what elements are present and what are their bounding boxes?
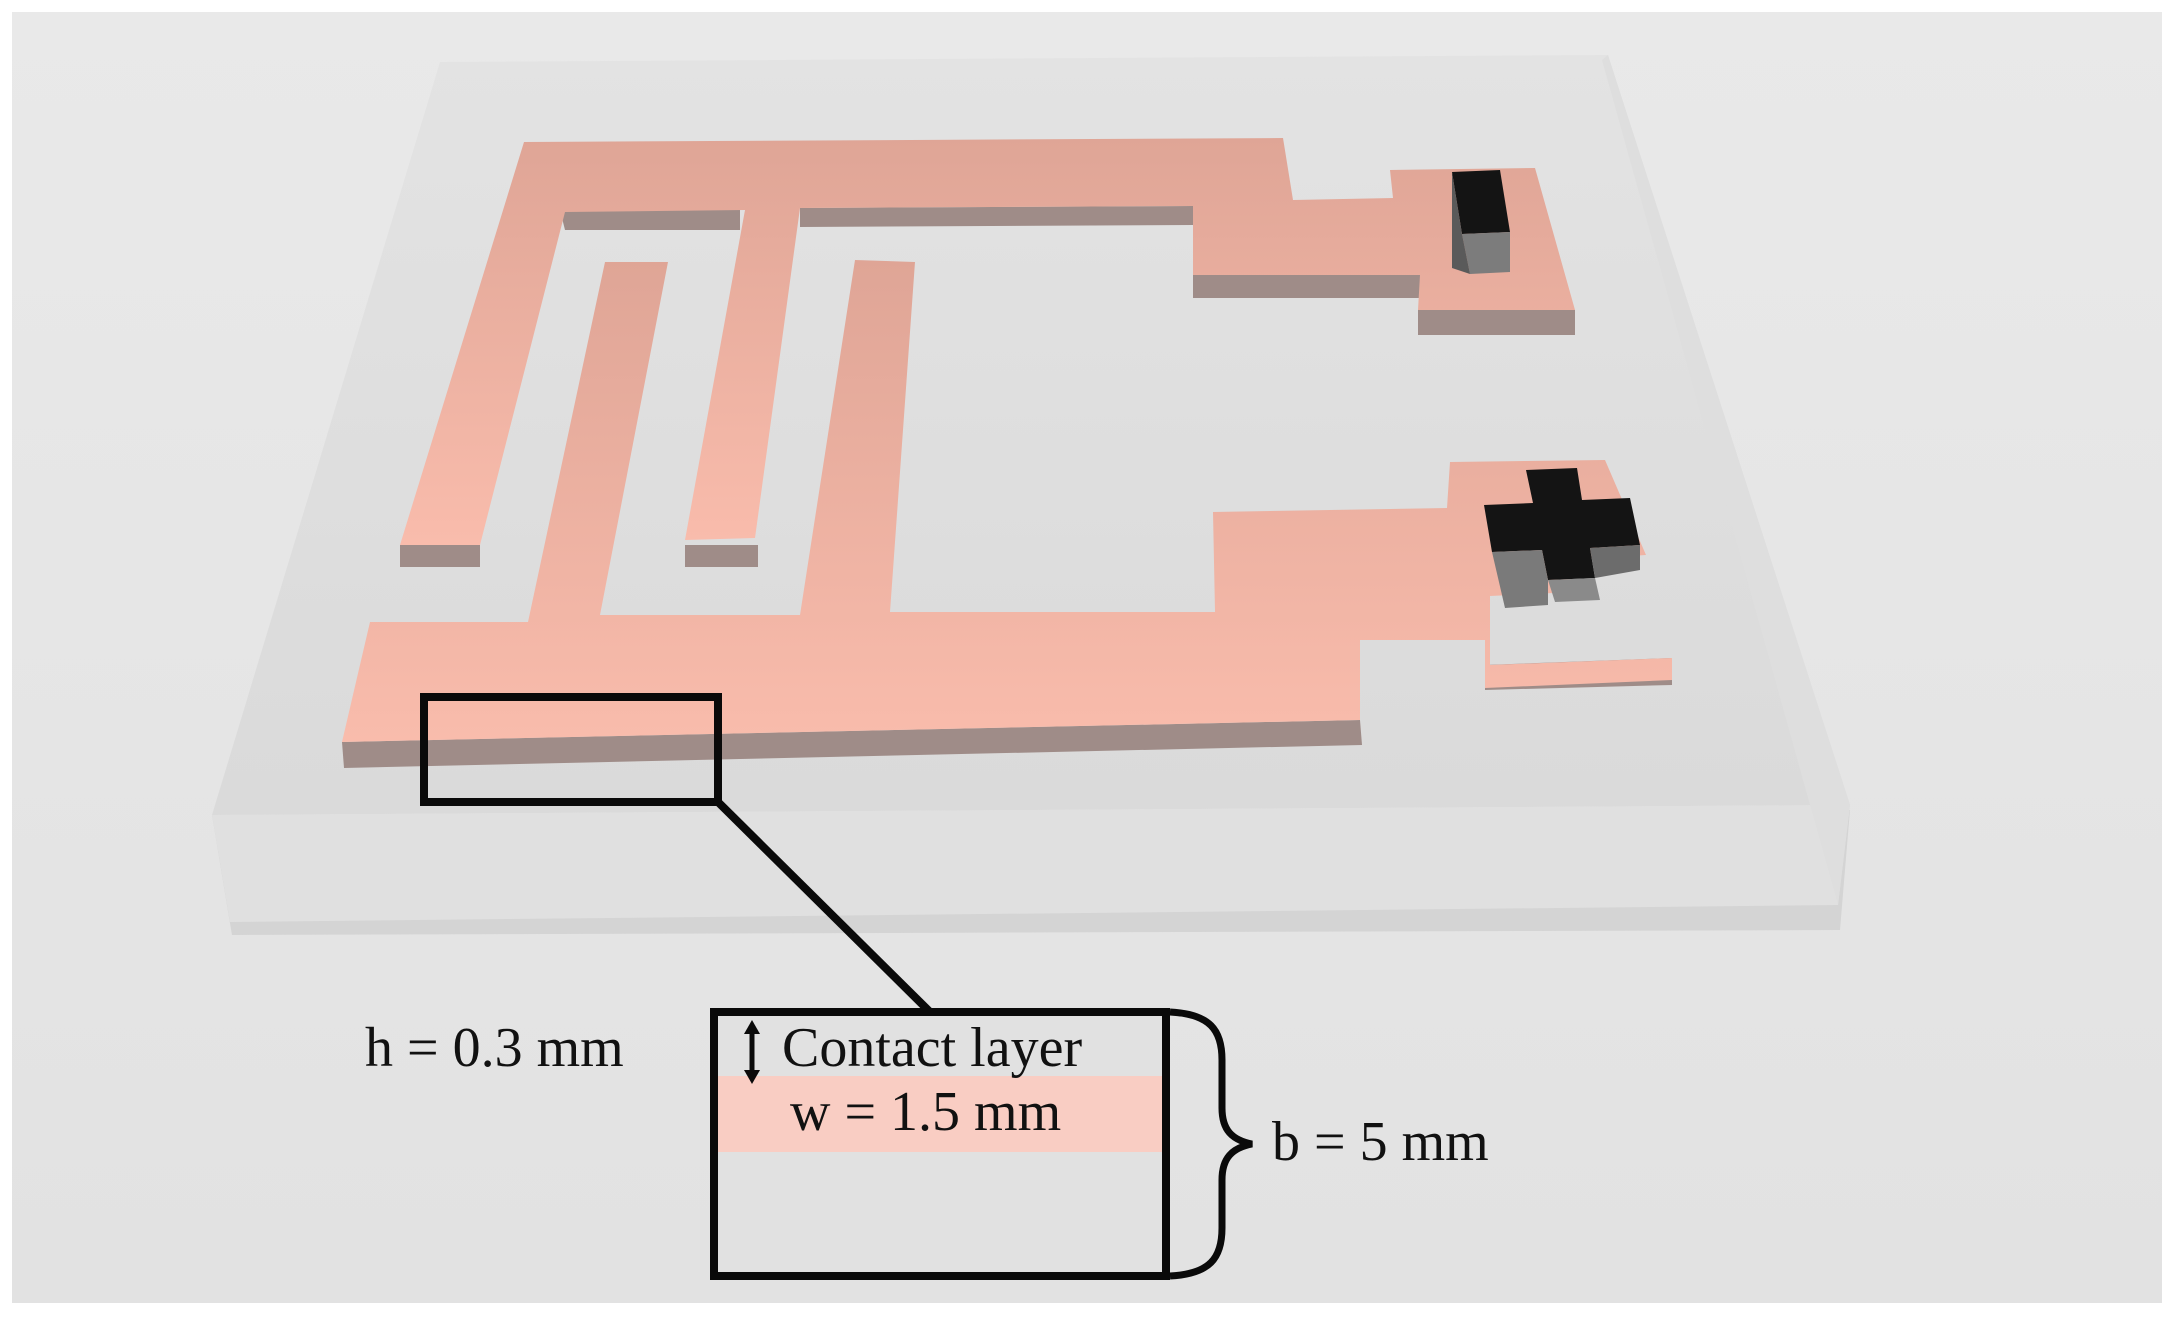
contact-layer-label: Contact layer	[782, 1017, 1082, 1079]
cross-section-inset	[710, 1008, 1170, 1280]
minus-terminal-icon	[1452, 170, 1510, 274]
zoom-region-box	[420, 693, 722, 806]
substrate-front	[212, 805, 1850, 922]
inset-contact-layer	[714, 1076, 1166, 1152]
trace-top-bus	[400, 138, 1575, 545]
inset-frame	[710, 1008, 1170, 1280]
zoom-connector-line	[713, 797, 933, 1015]
conductive-trace	[342, 138, 1672, 742]
height-arrow-icon	[744, 1020, 760, 1084]
base-label: b = 5 mm	[1272, 1111, 1489, 1173]
trace-bottom-bus	[342, 260, 1672, 742]
height-label: h = 0.3 mm	[365, 1017, 624, 1079]
width-label: w = 1.5 mm	[790, 1081, 1061, 1143]
plus-terminal-icon	[1484, 468, 1640, 608]
substrate-right-edge	[1602, 55, 1850, 905]
curly-brace-icon	[1169, 1008, 1253, 1280]
